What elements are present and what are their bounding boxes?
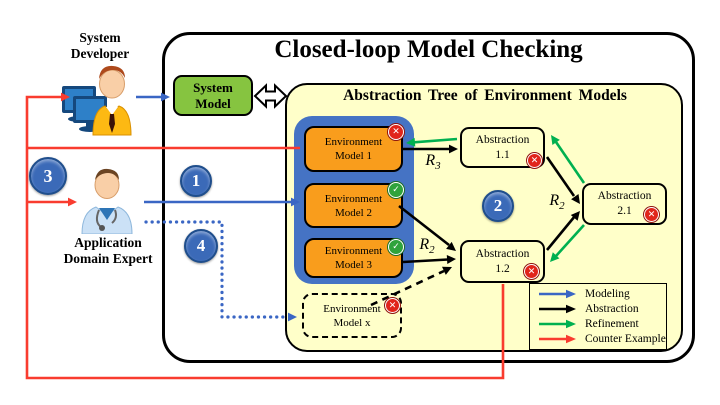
legend-item-refinement: Refinement (538, 318, 666, 330)
step-1-badge: 1 (180, 165, 212, 197)
legend-label-modeling: Modeling (585, 287, 630, 300)
environment-model-1-line2: Model 1 (335, 150, 372, 162)
environment-model-3-line2: Model 3 (335, 259, 372, 271)
abstraction-1-2-line1: Abstraction (475, 247, 530, 260)
legend-item-abstraction: Abstraction (538, 303, 666, 315)
legend-item-counter-example: Counter Example (538, 333, 666, 345)
legend-label-abstraction: Abstraction (585, 302, 639, 315)
relation-r2-right-base: R (549, 192, 560, 209)
domain-expert-label: Application Domain Expert (42, 235, 174, 267)
error-badge-model1: ✕ (388, 124, 404, 140)
relation-r2-right-label: R2 (543, 192, 571, 212)
modeling-arrow-icon (539, 289, 576, 298)
error-badge-a11: ✕ (527, 153, 542, 168)
environment-model-x-line2: Model x (333, 316, 371, 329)
step-2-badge: 2 (482, 190, 514, 222)
abstraction-2-1-node: Abstraction 2.1 (582, 183, 667, 225)
success-badge-model2: ✓ (388, 182, 404, 198)
environment-model-3-line1: Environment (324, 245, 383, 257)
refinement-arrow-icon (539, 319, 576, 329)
environment-model-1-line1: Environment (324, 136, 383, 148)
abstraction-2-1-line1: Abstraction (597, 190, 652, 202)
abstraction-1-1-line1: Abstraction (475, 133, 530, 146)
error-badge-a21: ✕ (644, 207, 659, 222)
relation-r2-right-sub: 2 (559, 200, 565, 213)
legend-item-modeling: Modeling (538, 288, 666, 300)
error-badge-modelx: ✕ (385, 298, 400, 313)
step-4-badge: 4 (184, 229, 218, 263)
error-badge-a12: ✕ (524, 264, 539, 279)
step-3-badge: 3 (29, 157, 67, 195)
system-developer-label-line2: Developer (70, 46, 130, 61)
relation-r2-left-sub: 2 (429, 244, 435, 257)
diagram-title: Closed-loop Model Checking (274, 36, 583, 63)
counter-arrow-to-expert (27, 197, 77, 207)
system-model-line2: Model (195, 95, 231, 111)
relation-r2-left-base: R (419, 236, 430, 253)
legend-label-counter-example: Counter Example (585, 333, 666, 346)
environment-model-2-line1: Environment (324, 192, 383, 205)
relation-r3-label: R3 (419, 152, 447, 172)
abstraction-tree-title: Abstraction Tree of Environment Models (343, 87, 627, 104)
abstraction-2-1-line2: 2.1 (617, 205, 632, 217)
environment-model-x-line1: Environment (323, 302, 381, 315)
system-model-line1: System (193, 79, 233, 95)
domain-expert-label-line1: Application (74, 235, 142, 250)
abstraction-1-1-line2: 1.1 (495, 148, 510, 161)
relation-r2-left-label: R2 (413, 236, 441, 256)
counter-example-arrow-icon (539, 335, 576, 344)
domain-expert-label-line2: Domain Expert (63, 251, 153, 266)
environment-model-2-line2: Model 2 (335, 206, 372, 219)
legend-box: Modeling Abstraction Refinement Counter … (529, 283, 667, 350)
system-developer-label-line1: System (79, 30, 121, 45)
relation-r3-base: R (425, 152, 436, 169)
relation-r3-sub: 3 (435, 160, 441, 173)
abstraction-1-2-line2: 1.2 (495, 262, 510, 275)
success-badge-model3: ✓ (388, 239, 404, 255)
domain-expert-icon (81, 168, 133, 234)
abstraction-arrow-icon (539, 304, 576, 314)
system-developer-icon (62, 65, 132, 136)
legend-label-refinement: Refinement (585, 318, 639, 331)
system-model-node: System Model (173, 75, 253, 116)
system-developer-label: System Developer (52, 30, 148, 62)
